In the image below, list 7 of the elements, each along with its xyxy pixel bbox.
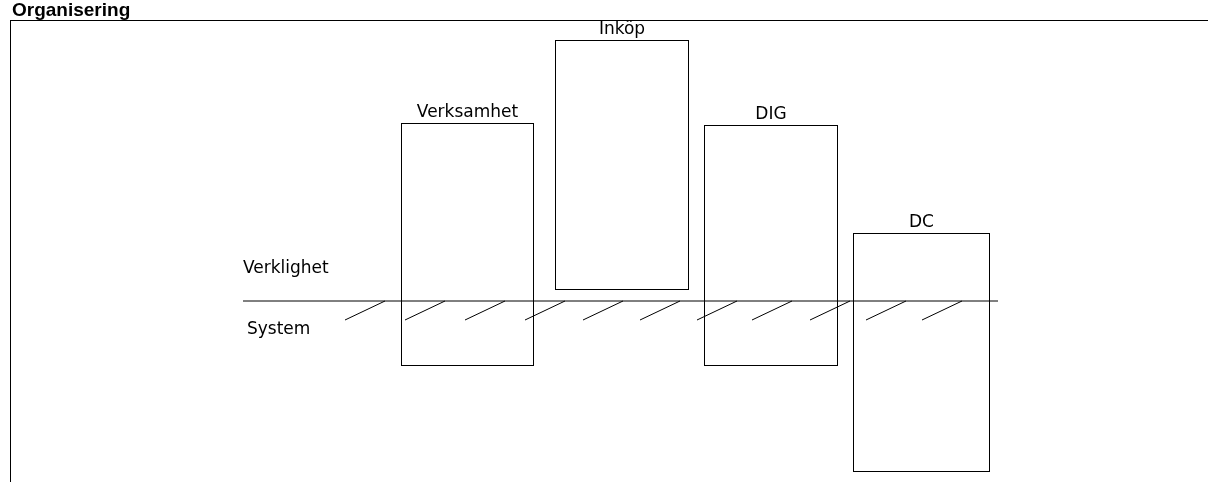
column-heading: DC — [909, 211, 934, 231]
column-heading: DIG — [755, 103, 787, 123]
column-heading: Inköp — [598, 18, 646, 38]
diagram-title: Organisering — [12, 0, 131, 20]
column-heading: Verksamhet — [416, 101, 519, 121]
level-label: Verklighet — [243, 257, 329, 277]
level-label: System — [247, 318, 311, 338]
